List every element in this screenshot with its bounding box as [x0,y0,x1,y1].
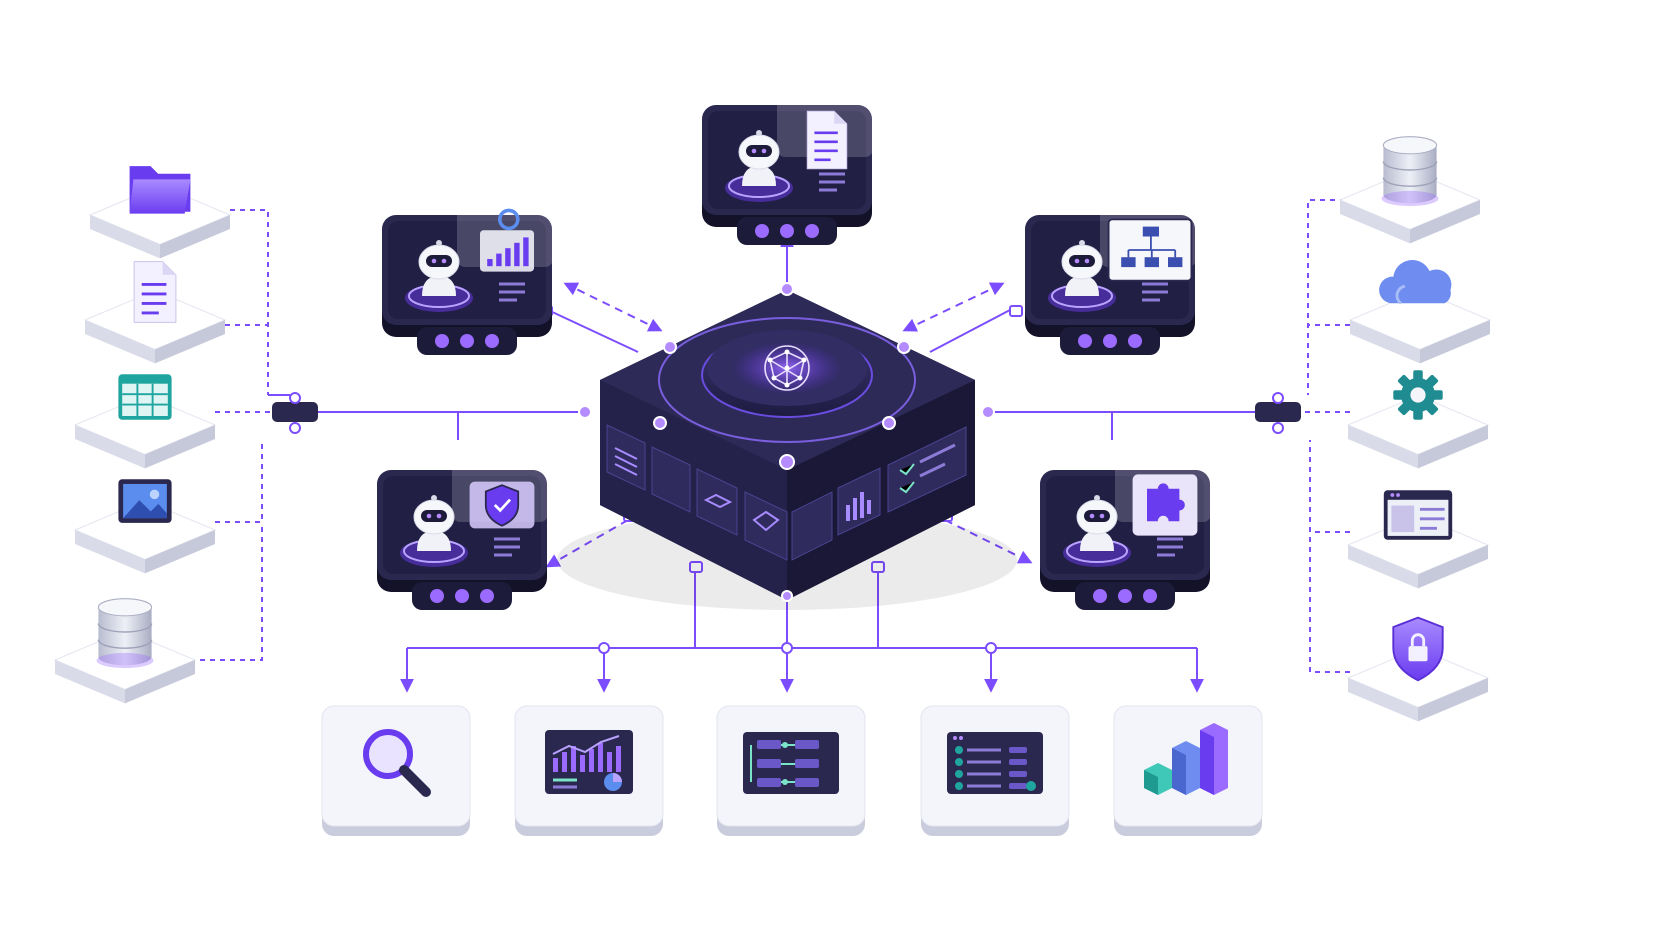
workflow-board-icon [743,732,839,794]
left-source-tile [83,261,227,364]
output-tile [514,705,664,836]
robot-avatar [725,130,793,202]
agent-node-security [377,446,548,610]
status-dots [412,582,512,610]
left-source-tile [53,598,197,704]
agent-node-workflow [1025,191,1196,355]
robot-avatar [1063,495,1131,567]
puzzle-icon [1132,474,1198,536]
connectors [200,199,1350,693]
robot-avatar [1048,240,1116,312]
right-feeders [1300,199,1350,673]
status-dots [1075,582,1175,610]
flowchart-icon [1107,218,1193,282]
agent-node-document [702,81,873,245]
right-data-sources [1338,136,1492,722]
central-hub [557,282,1017,610]
gear-icon [1393,370,1443,420]
agent-links [545,282,1033,568]
right-source-tile [1348,259,1492,364]
status-dots [737,217,837,245]
output-tile [1113,705,1263,836]
status-dots [1060,327,1160,355]
agent-nodes [377,81,1211,610]
left-source-tile [73,374,217,469]
output-tiles [321,705,1263,836]
left-source-tile [73,479,217,574]
magnifier-icon [363,729,431,797]
output-tile [920,705,1070,836]
dashboard-chart-icon [545,730,633,794]
checklist-icon [947,732,1043,794]
agent-node-analytics [382,191,553,355]
database-icon [96,598,154,669]
robot-avatar [405,240,473,312]
robot-avatar [400,495,468,567]
left-feeders [200,209,290,661]
left-data-sources [53,166,232,704]
browser-window-icon [1383,490,1453,540]
right-source-tile [1346,490,1490,589]
lock-shield-icon [1392,616,1444,682]
output-tile [716,705,866,836]
spreadsheet-icon [118,374,172,420]
status-dots [417,327,517,355]
right-source-tile [1338,136,1482,244]
right-source-tile [1346,370,1490,469]
folder-icon [129,166,191,214]
junction-right [1255,392,1301,434]
output-tile [321,705,471,836]
document-icon [133,261,177,323]
brain-network-icon [764,345,810,391]
document-icon [806,110,848,170]
3d-bars-icon [1144,723,1228,795]
left-source-tile [88,166,232,259]
database-icon [1381,136,1439,207]
bar-chart-icon [480,208,534,272]
agent-node-integration [1040,446,1211,610]
shield-check-icon [469,481,535,529]
junction-left [272,392,318,434]
hub-panels-left [606,424,788,561]
image-icon [118,479,172,523]
cloud-icon [1379,259,1452,305]
right-source-tile [1346,616,1490,722]
